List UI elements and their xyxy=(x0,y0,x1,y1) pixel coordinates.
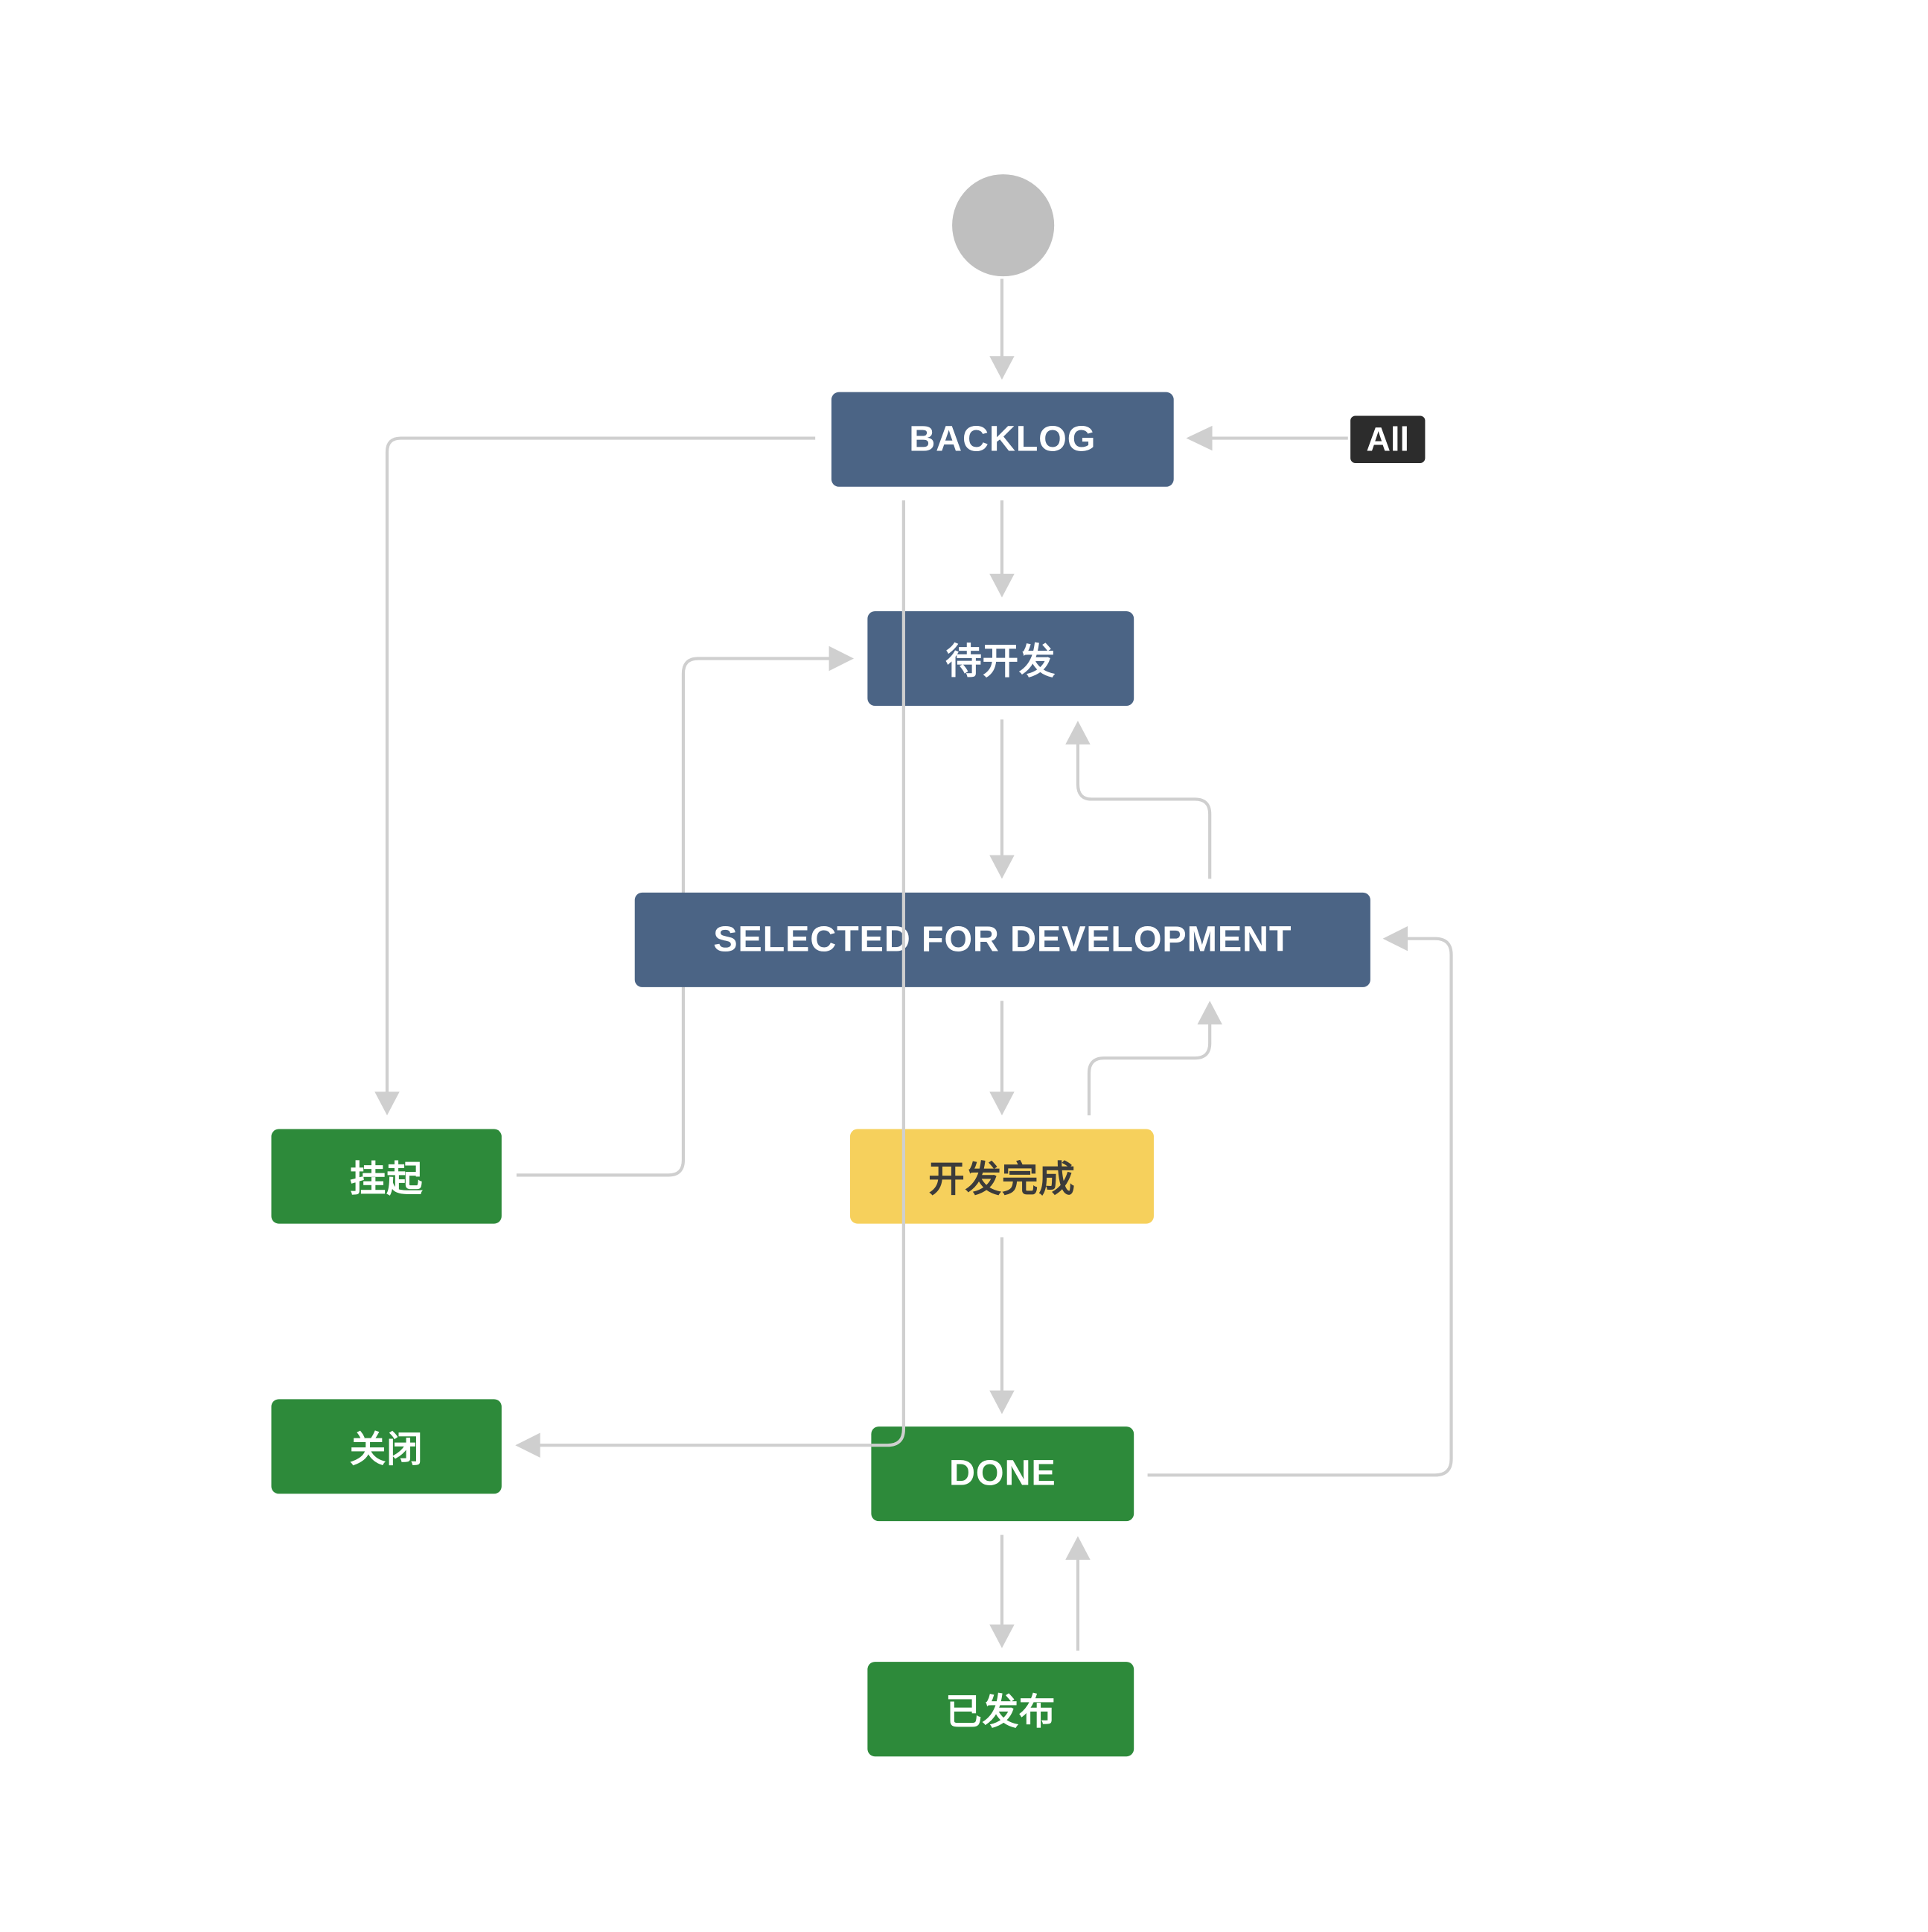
status-on-hold[interactable]: 挂起 xyxy=(271,1129,502,1224)
arrowhead-left-icon xyxy=(515,1432,540,1458)
arrowhead-down-icon xyxy=(989,356,1015,380)
status-selected-for-development[interactable]: SELECTED FOR DEVELOPMENT xyxy=(634,892,1370,987)
status-pending-dev-label: 待开发 xyxy=(945,642,1056,683)
arrowhead-down-icon xyxy=(989,855,1015,879)
arrowhead-down-icon xyxy=(989,1091,1015,1116)
status-closed-label: 关闭 xyxy=(349,1430,424,1470)
start-node[interactable] xyxy=(952,174,1055,277)
status-backlog-label: BACKLOG xyxy=(909,418,1097,459)
status-done-label: DONE xyxy=(949,1453,1056,1493)
status-selected-for-development-label: SELECTED FOR DEVELOPMENT xyxy=(713,919,1292,960)
arrowhead-down-icon xyxy=(989,573,1015,598)
arrowhead-down-icon xyxy=(989,1390,1015,1415)
status-closed[interactable]: 关闭 xyxy=(271,1399,502,1494)
transition-selected-to-pending-dev xyxy=(1076,742,1212,879)
status-done[interactable]: DONE xyxy=(871,1426,1134,1522)
arrowhead-up-icon xyxy=(1065,721,1091,745)
status-backlog[interactable]: BACKLOG xyxy=(831,392,1174,487)
all-transition-badge[interactable]: All xyxy=(1350,415,1426,463)
transition-backlog-to-on-hold xyxy=(385,436,816,1094)
arrowhead-right-icon xyxy=(829,645,854,672)
arrowhead-down-icon xyxy=(989,1624,1015,1648)
transition-done-to-selected xyxy=(1147,937,1453,1477)
arrowhead-up-icon xyxy=(1065,1536,1091,1560)
arrowhead-down-icon xyxy=(374,1091,400,1116)
arrowhead-up-icon xyxy=(1197,1001,1222,1025)
arrowhead-left-icon xyxy=(1382,925,1408,951)
status-released-label: 已发布 xyxy=(945,1692,1056,1733)
status-released[interactable]: 已发布 xyxy=(867,1662,1134,1757)
transition-dev-complete-to-selected xyxy=(1087,1021,1212,1116)
status-on-hold-label: 挂起 xyxy=(349,1160,424,1200)
status-dev-complete-label: 开发完成 xyxy=(928,1160,1076,1200)
status-pending-dev[interactable]: 待开发 xyxy=(867,610,1134,707)
status-dev-complete[interactable]: 开发完成 xyxy=(849,1129,1154,1224)
arrowhead-left-icon xyxy=(1186,425,1213,451)
